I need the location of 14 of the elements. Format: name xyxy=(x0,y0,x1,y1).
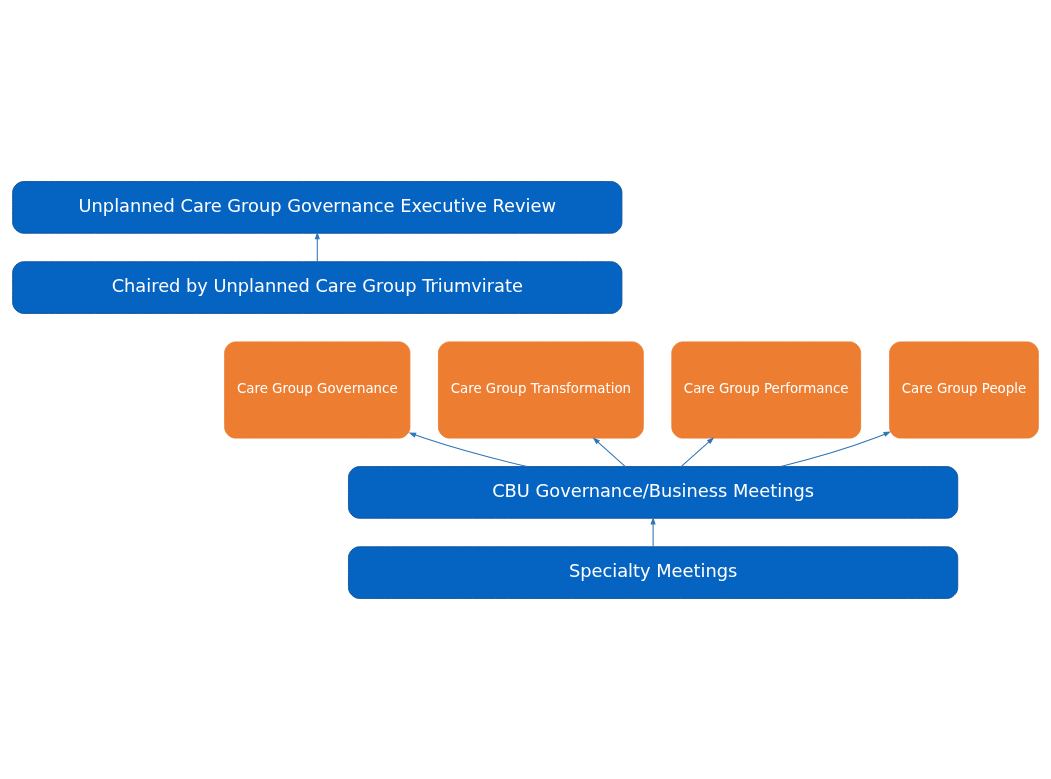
node-box: Care Group Performance xyxy=(671,340,862,439)
node-box: Care Group Transformation xyxy=(438,340,644,439)
node-box: CBU Governance/Business Meetings xyxy=(348,465,959,519)
node-box: Specialty Meetings xyxy=(348,545,959,599)
node-box: Unplanned Care Group Governance Executive Review xyxy=(12,180,623,234)
arrow xyxy=(314,231,320,262)
arrow xyxy=(650,516,656,547)
node-box: Chaired by Unplanned Care Group Triumvirate xyxy=(12,260,623,314)
arrow xyxy=(780,430,891,467)
node-box: Care Group Governance xyxy=(224,340,411,439)
node-box: Care Group People xyxy=(889,340,1039,439)
arrow xyxy=(680,436,715,467)
arrow xyxy=(592,436,626,467)
arrow xyxy=(408,432,528,467)
